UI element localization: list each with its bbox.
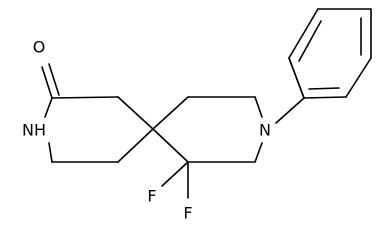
bond-c2-n	[44, 97, 53, 118]
difluoro-group	[161, 161, 189, 199]
bond-spiro-c5	[152, 96, 189, 130]
oxygen-label: O	[33, 38, 46, 57]
bond-c2-o-single	[41, 66, 53, 99]
ring-bond-6	[288, 57, 305, 99]
bond-cf2-f1	[161, 161, 189, 187]
aromatic-inner-bond-1	[298, 20, 322, 62]
aromatic-inner-bond-3	[308, 87, 340, 90]
benzyl-group	[275, 8, 372, 124]
bond-cf2-spiro	[152, 128, 189, 163]
bond-c1-c2	[51, 96, 119, 99]
fluorine-label: F	[183, 204, 192, 223]
bond-c6-n	[254, 96, 263, 118]
bond-n-c7	[254, 142, 263, 163]
fluorine-label: F	[147, 187, 156, 206]
bond-n-ch2	[275, 97, 305, 124]
piperidine-ring	[152, 96, 263, 163]
lactam-ring	[41, 63, 154, 163]
bond-c4-spiro	[117, 128, 154, 163]
amine-n-label: N	[259, 121, 271, 140]
ring-bond-1	[288, 8, 319, 59]
bond-c2-o-double	[48, 63, 60, 96]
bond-spiro-c1	[117, 96, 154, 130]
ring-bond-5	[303, 96, 347, 99]
amide-nh-label: NH	[22, 121, 46, 140]
bond-n-c3	[48, 142, 53, 163]
ring-bond-4	[345, 57, 372, 98]
